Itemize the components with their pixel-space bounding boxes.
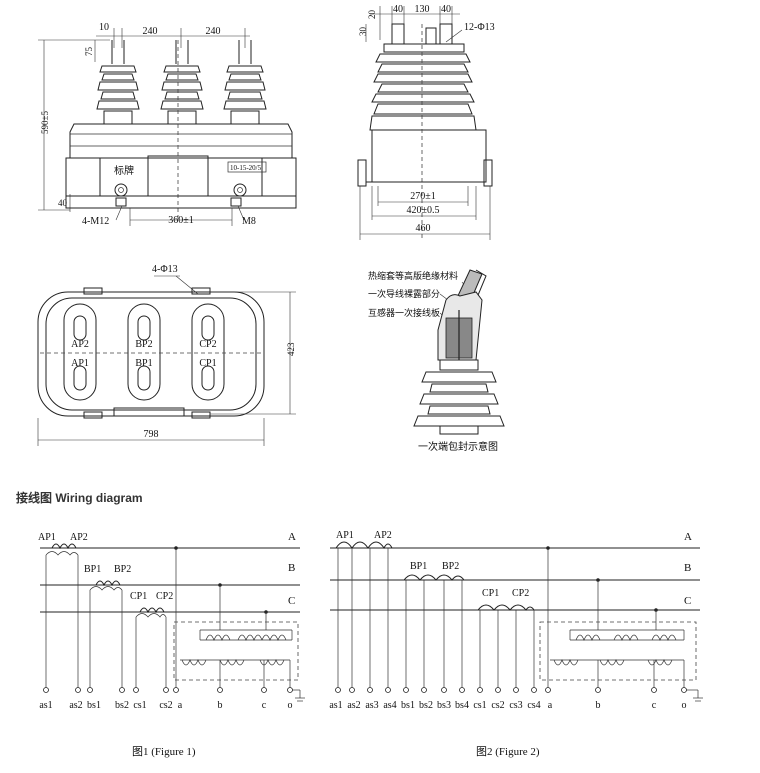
side-view: 20 40 130 40 30 12-Φ13 2 (357, 4, 495, 240)
fig2-term-a: a (548, 700, 553, 711)
fig1-phase-A: A (288, 531, 296, 543)
terminal-detail: 热缩套等高版绝缘材料 一次导线裸露部分 互感器一次接线板 一次端包封示意图 (368, 269, 505, 453)
fig2-term-bs2: bs2 (419, 700, 433, 711)
side-dim-420: 420±0.5 (407, 205, 440, 216)
side-dim-40-right: 40 (441, 4, 451, 15)
fig2-term-c: c (652, 700, 657, 711)
fig1-phase-B: B (288, 562, 295, 574)
detail-caption: 一次端包封示意图 (418, 440, 498, 453)
fig1-term-o: o (288, 700, 293, 711)
fig1-term-bs2: bs2 (115, 700, 129, 711)
fig1-term-bs1: bs1 (87, 700, 101, 711)
terminal-CP1: CP1 (199, 358, 216, 369)
fig2-term-cs3: cs3 (509, 700, 522, 711)
terminal-BP1: BP1 (135, 358, 152, 369)
fig1-CP2: CP2 (156, 591, 173, 602)
bolt-right-label: M8 (242, 216, 256, 227)
fig1-term-as1: as1 (39, 700, 52, 711)
front-view: 10 240 240 75 590±5 40 (38, 22, 297, 227)
fig2-CP1: CP1 (482, 588, 499, 599)
fig2-phase-C: C (684, 595, 691, 607)
side-dim-20: 20 (367, 10, 377, 20)
top-dim-798: 798 (144, 429, 159, 440)
fig2-term-as2: as2 (347, 700, 360, 711)
fig1-AP2: AP2 (70, 532, 88, 543)
wiring-figure-1: A B C AP1 AP2 BP1 BP2 CP1 CP2 (38, 531, 305, 758)
bolt-left-label: 4-M12 (82, 216, 109, 227)
fig2-term-cs2: cs2 (491, 700, 504, 711)
fig1-AP1: AP1 (38, 532, 56, 543)
detail-label-2: 一次导线裸露部分 (368, 288, 440, 299)
fig1-term-cs2: cs2 (159, 700, 172, 711)
front-dim-10: 10 (99, 22, 109, 33)
side-dim-30: 30 (358, 27, 368, 37)
front-dim-75: 75 (84, 47, 94, 57)
fig2-AP1: AP1 (336, 530, 354, 541)
front-dim-40: 40 (58, 198, 68, 208)
side-dim-40-left: 40 (393, 4, 403, 15)
fig2-BP2: BP2 (442, 561, 459, 572)
fig2-CP2: CP2 (512, 588, 529, 599)
fig1-term-a: a (178, 700, 183, 711)
front-dim-590: 590±5 (40, 111, 50, 134)
nameplate-label: 标牌 (114, 164, 134, 177)
fig1-term-b: b (218, 700, 223, 711)
fig1-term-cs1: cs1 (133, 700, 146, 711)
fig2-BP1: BP1 (410, 561, 427, 572)
fig2-term-bs4: bs4 (455, 700, 469, 711)
fig1-term-as2: as2 (69, 700, 82, 711)
fig2-term-as4: as4 (383, 700, 396, 711)
fig2-term-o: o (682, 700, 687, 711)
fig1-CP1: CP1 (130, 591, 147, 602)
front-dim-360: 360±1 (168, 215, 194, 226)
wiring-diagram-heading: 接线图 Wiring diagram (16, 491, 143, 505)
front-dim-240-right: 240 (206, 26, 221, 37)
side-holes-label: 12-Φ13 (464, 22, 495, 33)
fig1-caption: 图1 (Figure 1) (132, 745, 196, 758)
rating-label: 10-15-20/5 (230, 164, 262, 172)
top-holes-label: 4-Φ13 (152, 264, 178, 275)
fig2-term-cs1: cs1 (473, 700, 486, 711)
fig1-BP2: BP2 (114, 564, 131, 575)
wiring-figure-2: A B C AP1 AP2 BP1 BP2 CP1 CP2 (329, 530, 703, 758)
fig2-term-bs3: bs3 (437, 700, 451, 711)
fig2-term-cs4: cs4 (527, 700, 540, 711)
terminal-AP1: AP1 (71, 358, 89, 369)
side-dim-460: 460 (416, 223, 431, 234)
detail-label-3: 互感器一次接线板 (368, 307, 440, 318)
fig2-AP2: AP2 (374, 530, 392, 541)
fig2-phase-B: B (684, 562, 691, 574)
fig2-term-as1: as1 (329, 700, 342, 711)
fig1-BP1: BP1 (84, 564, 101, 575)
top-dim-423: 423 (286, 342, 296, 356)
fig2-term-b: b (596, 700, 601, 711)
side-dim-130: 130 (415, 4, 430, 15)
front-dim-240-left: 240 (143, 26, 158, 37)
terminal-AP2: AP2 (71, 339, 89, 350)
terminal-CP2: CP2 (199, 339, 216, 350)
terminal-BP2: BP2 (135, 339, 152, 350)
fig2-caption: 图2 (Figure 2) (476, 745, 540, 758)
detail-label-1: 热缩套等高版绝缘材料 (368, 270, 458, 281)
top-view: 4-Φ13 AP2 AP1 BP2 BP1 CP2 CP1 (37, 264, 296, 446)
fig2-phase-A: A (684, 531, 692, 543)
fig1-phase-C: C (288, 595, 295, 607)
fig2-term-as3: as3 (365, 700, 378, 711)
side-dim-270: 270±1 (410, 191, 436, 202)
fig2-term-bs1: bs1 (401, 700, 415, 711)
fig1-term-c: c (262, 700, 267, 711)
